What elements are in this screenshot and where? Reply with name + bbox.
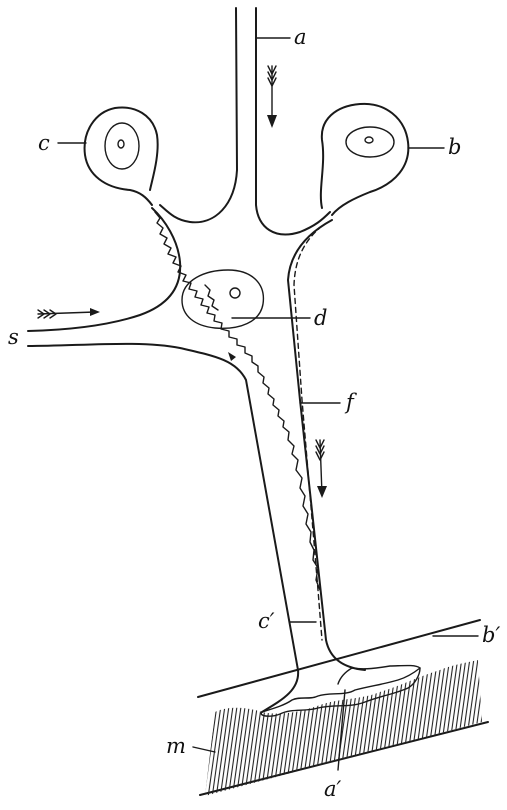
label-s: s xyxy=(8,325,19,349)
cell-b xyxy=(319,102,410,216)
end-plate xyxy=(197,619,489,796)
dashed-fiber xyxy=(293,225,323,641)
leader-lines xyxy=(57,37,479,753)
label-m: m xyxy=(166,734,186,758)
label-c: c xyxy=(38,131,50,155)
label-c-prime: c′ xyxy=(258,609,275,633)
axon-a xyxy=(159,7,331,236)
label-f: f xyxy=(344,390,357,414)
feathered-arrow-icon xyxy=(37,308,100,319)
nucleus-d xyxy=(181,269,265,329)
label-a: a xyxy=(294,25,307,49)
feathered-arrow-icon xyxy=(267,65,277,128)
label-d: d xyxy=(314,306,327,330)
junction-body xyxy=(27,207,366,713)
label-b-prime: b′ xyxy=(482,623,500,647)
wavy-fiber xyxy=(154,211,321,591)
cell-c xyxy=(83,106,159,206)
label-b: b xyxy=(448,135,461,159)
label-a-prime: a′ xyxy=(324,777,342,801)
small-mark xyxy=(228,352,236,361)
feathered-arrow-icon xyxy=(315,439,327,498)
